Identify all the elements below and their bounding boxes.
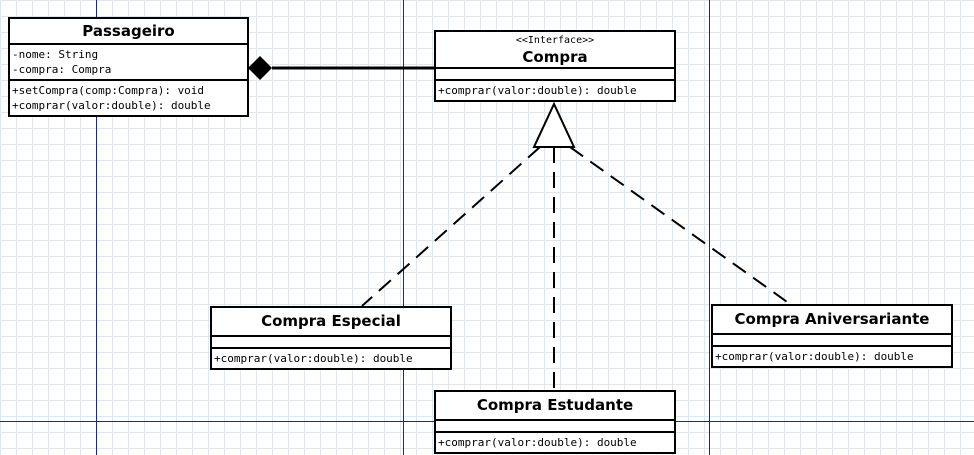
realization-line[interactable] [569, 146, 791, 305]
realization-line[interactable] [361, 146, 541, 307]
composition-diamond [248, 56, 272, 80]
operations-compartment: +comprar(valor:double): double [212, 349, 450, 368]
class-passageiro[interactable]: Passageiro -nome: String -compra: Compra… [8, 17, 249, 117]
operation-setcompra[interactable]: +setCompra(comp:Compra): void [12, 84, 205, 97]
class-header: Compra Aniversariante [713, 306, 951, 335]
operations-compartment: +comprar(valor:double): double [713, 347, 951, 366]
class-name[interactable]: Passageiro [82, 22, 175, 40]
realization-arrowhead [532, 101, 576, 148]
class-header: Compra Especial [212, 308, 450, 337]
operations-compartment: +comprar(valor:double): double [436, 433, 674, 452]
class-compra-especial[interactable]: Compra Especial +comprar(valor:double): … [210, 306, 452, 370]
operations-compartment: +setCompra(comp:Compra): void +comprar(v… [10, 81, 247, 115]
operation-comprar[interactable]: +comprar(valor:double): double [214, 352, 413, 365]
attributes-compartment [713, 335, 951, 347]
class-name[interactable]: Compra Especial [261, 312, 401, 330]
composition-link[interactable] [248, 56, 434, 80]
class-name[interactable]: Compra Estudante [476, 396, 634, 414]
operations-compartment: +comprar(valor:double): double [436, 81, 674, 100]
operation-comprar[interactable]: +comprar(valor:double): double [438, 436, 637, 449]
operation-comprar[interactable]: +comprar(valor:double): double [715, 350, 914, 363]
page-border-line [403, 0, 404, 455]
attribute-compra[interactable]: -compra: Compra [12, 63, 112, 76]
class-name[interactable]: Compra Aniversariante [734, 310, 930, 328]
operation-comprar[interactable]: +comprar(valor:double): double [12, 99, 211, 112]
attributes-compartment [212, 337, 450, 349]
operation-comprar[interactable]: +comprar(valor:double): double [438, 84, 637, 97]
interface-compra[interactable]: <<Interface>> Compra +comprar(valor:doub… [434, 30, 676, 102]
realization-link-aniversariante[interactable] [569, 146, 791, 305]
realization-link-especial[interactable] [361, 146, 541, 307]
page-border-line [709, 0, 710, 455]
attribute-nome[interactable]: -nome: String [12, 48, 99, 61]
attributes-compartment [436, 69, 674, 81]
class-compra-estudante[interactable]: Compra Estudante +comprar(valor:double):… [434, 390, 676, 454]
attributes-compartment [436, 421, 674, 433]
class-name[interactable]: Compra [522, 48, 588, 66]
stereotype-label: <<Interface>> [515, 35, 595, 46]
attributes-compartment: -nome: String -compra: Compra [10, 45, 247, 81]
class-compra-aniversariante[interactable]: Compra Aniversariante +comprar(valor:dou… [711, 304, 953, 368]
page-border-line [96, 0, 97, 455]
class-header: <<Interface>> Compra [436, 32, 674, 69]
class-header: Compra Estudante [436, 392, 674, 421]
class-header: Passageiro [10, 19, 247, 45]
